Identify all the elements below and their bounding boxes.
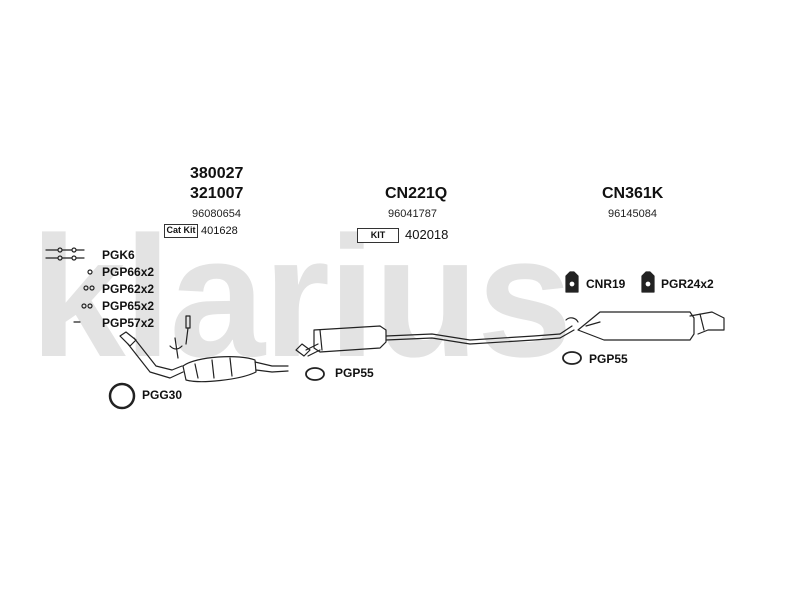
rear-silencer [565,311,725,341]
kit-badge: KIT [357,228,399,243]
catalytic-converter [119,315,289,383]
label-pgp55-middle: PGP55 [335,366,374,380]
rubber-mount-icons [565,271,655,293]
label-cnr19: CNR19 [586,277,626,291]
label-pgp66x2: PGP66x2 [102,265,155,279]
part-code-321007: 321007 [190,185,244,202]
kit-number: 402018 [405,227,449,242]
label-pgp65x2: PGP65x2 [102,299,155,313]
middle-reference-number: 96041787 [388,208,437,220]
part-code-cn361k: CN361K [602,185,664,202]
front-reference-number: 96080654 [192,208,241,220]
part-code-cn221q: CN221Q [385,185,448,202]
label-pgp55-rear: PGP55 [589,352,628,366]
label-pgk6: PGK6 [102,248,135,262]
label-pgp62x2: PGP62x2 [102,282,155,296]
label-pgp57x2: PGP57x2 [102,316,155,330]
part-code-380027: 380027 [190,165,244,182]
label-pgr24x2: PGR24x2 [661,277,714,291]
label-pgg30: PGG30 [142,388,183,402]
hanger-icons-front [45,247,95,323]
rear-reference-number: 96145084 [608,208,657,220]
gasket-rings [108,351,582,410]
middle-silencer [295,325,575,357]
cat-kit-number: 401628 [201,225,238,237]
cat-kit-badge: Cat Kit [164,224,198,238]
